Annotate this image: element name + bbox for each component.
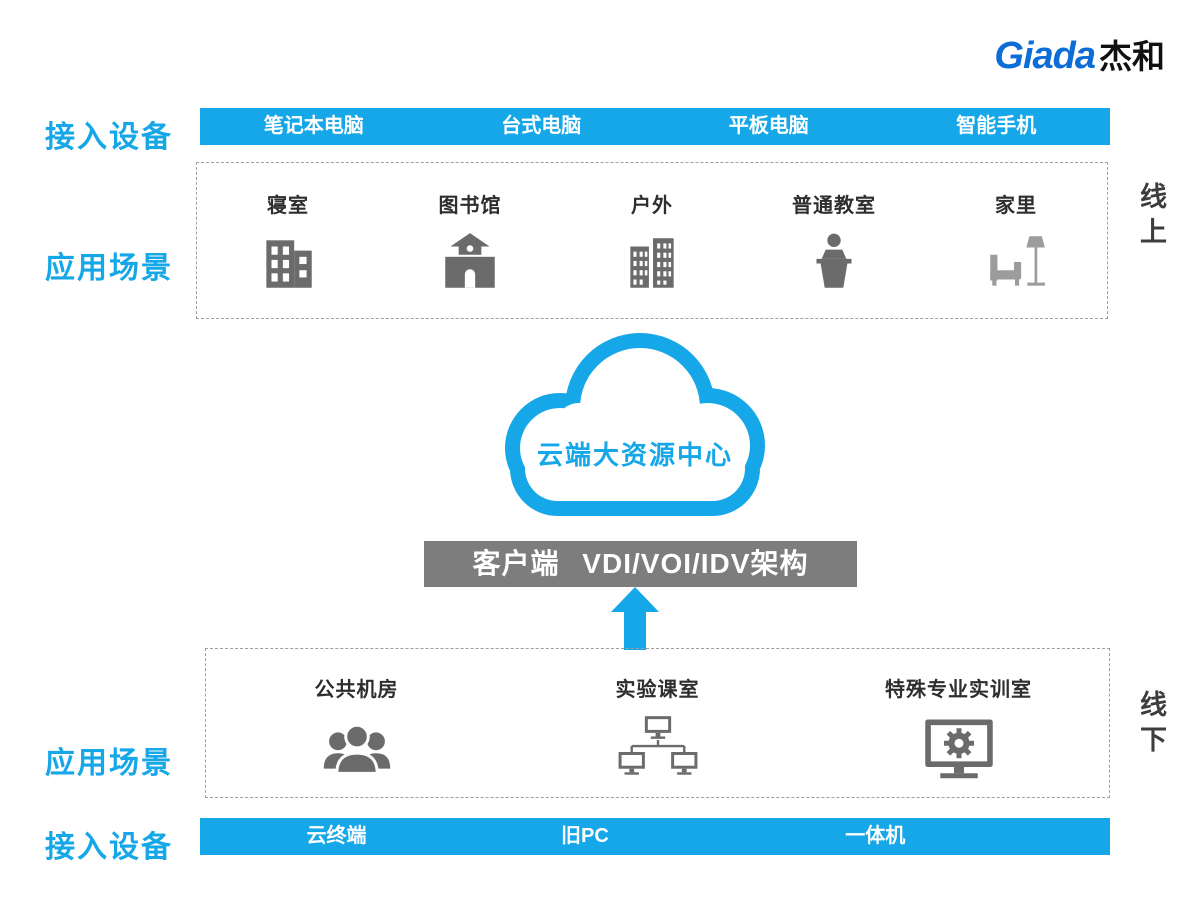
scene-training-room-label: 特殊专业实训室: [885, 679, 1032, 701]
logo-cjk-text: 杰和: [1099, 38, 1165, 75]
logo-wordmark: Giada: [994, 35, 1096, 77]
device-label-tablet: 平板电脑: [728, 115, 809, 137]
top-devices-bar: 笔记本电脑 台式电脑 平板电脑 智能手机: [200, 108, 1110, 145]
device-label-cloud-terminal: 云终端: [306, 825, 367, 847]
offline-side-label: 线下: [1136, 690, 1166, 760]
online-side-label: 线上: [1136, 182, 1166, 252]
upper-scenes-label: 应用场景: [45, 252, 173, 285]
scene-outdoor: 户外: [561, 189, 743, 318]
classroom-podium-icon: [816, 233, 852, 288]
lower-scenes-label: 应用场景: [45, 747, 173, 780]
cloud-shape-inner: [525, 436, 745, 501]
giada-logo: Giada 杰和: [994, 30, 1165, 78]
computer-network-icon: [618, 716, 697, 775]
device-label-old-pc: 旧PC: [561, 825, 609, 847]
top-access-devices-label: 接入设备: [45, 121, 173, 154]
bottom-access-devices-label: 接入设备: [45, 831, 173, 864]
dorm-building-icon: [266, 240, 312, 288]
library-building-icon: [445, 233, 495, 288]
scene-dorm-label: 寝室: [267, 195, 309, 217]
people-group-icon: [323, 723, 390, 775]
up-arrow-head: [611, 587, 659, 612]
offline-scenes-box: 公共机房 实验课室: [205, 648, 1110, 798]
device-label-desktop: 台式电脑: [501, 115, 582, 137]
cloud-resource-center: 云端大资源中心: [505, 333, 765, 518]
architecture-bar: 客户端 VDI/VOI/IDV架构: [424, 541, 857, 587]
scene-home-label: 家里: [995, 195, 1037, 217]
home-furniture-icon: [990, 236, 1045, 286]
scene-dorm: 寝室: [197, 189, 379, 318]
scene-public-computer-room: 公共机房: [206, 673, 507, 797]
scene-outdoor-label: 户外: [631, 195, 673, 217]
scene-library: 图书馆: [379, 189, 561, 318]
device-label-all-in-one: 一体机: [845, 825, 906, 847]
bottom-devices-bar: 云终端 旧PC 一体机: [200, 818, 1110, 855]
online-scenes-box: 寝室 图书馆: [196, 162, 1108, 319]
scene-lab-classroom: 实验课室: [507, 673, 808, 797]
up-arrow-shaft: [624, 612, 646, 650]
scene-classroom: 普通教室: [743, 189, 925, 318]
scene-classroom-label: 普通教室: [792, 195, 876, 217]
up-arrow-icon: [611, 587, 659, 650]
scene-special-training-room: 特殊专业实训室: [808, 673, 1109, 797]
outdoor-buildings-icon: [630, 238, 674, 288]
monitor-gear-icon: [924, 719, 993, 779]
device-label-smartphone: 智能手机: [956, 115, 1037, 137]
device-label-laptop: 笔记本电脑: [263, 115, 364, 137]
scene-lab-label: 实验课室: [615, 679, 700, 701]
cloud-label: 云端大资源中心: [536, 440, 733, 470]
scene-public-room-label: 公共机房: [314, 679, 399, 701]
scene-home: 家里: [925, 189, 1107, 318]
scene-library-label: 图书馆: [438, 195, 502, 217]
